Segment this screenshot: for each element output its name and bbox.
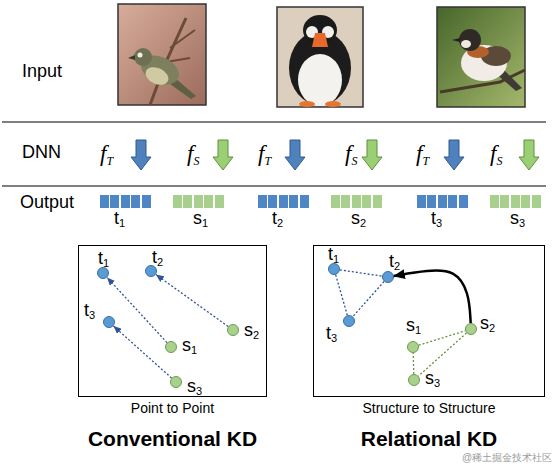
embedding-point: t2: [382, 271, 394, 283]
embedding-point: t3: [343, 315, 355, 327]
bird-beak: [128, 55, 135, 60]
vector-label: t1: [114, 209, 125, 229]
relation-line: [340, 270, 382, 276]
row-label: Input: [22, 62, 62, 82]
distillation-arrow: [156, 275, 228, 327]
vector-label: t2: [152, 248, 163, 268]
vector-label: t2: [389, 252, 400, 272]
vector-label: t3: [431, 209, 442, 229]
network-label: fT: [416, 141, 429, 168]
network-label: fT: [258, 141, 271, 168]
twig: [166, 30, 195, 62]
relation-line: [353, 281, 384, 316]
output-vector: s1: [173, 195, 224, 208]
puffin-body: [289, 31, 351, 105]
embedding-point: s3: [170, 376, 182, 388]
vector-label: t3: [326, 324, 337, 344]
student-arrow: [213, 140, 233, 170]
vector-label: t1: [328, 245, 339, 265]
relation-line: [336, 275, 348, 315]
vector-label: s2: [351, 209, 366, 229]
distillation-arrow: [113, 326, 171, 378]
vector-label: s1: [406, 316, 421, 336]
bird-head: [134, 48, 152, 66]
network-label: fT: [100, 141, 113, 168]
distillation-arrow: [107, 277, 167, 342]
watermark: @稀土掘金技术社区: [462, 452, 552, 463]
bird-belly: [143, 64, 172, 89]
student-arrow: [519, 140, 539, 170]
teacher-arrow: [131, 140, 151, 170]
output-vector: s3: [490, 195, 541, 208]
embedding-panel: Point to PointConventional KDt1t2t3s1s2s…: [78, 245, 267, 397]
vector-label: s3: [187, 377, 202, 397]
puffin-foot: [325, 101, 341, 107]
relation-line: [413, 353, 415, 374]
embedding-point: s1: [165, 341, 177, 353]
relation-line: [419, 331, 466, 345]
vector-label: s2: [480, 314, 495, 334]
panel-title: Conventional KD: [88, 427, 257, 451]
row-rule: [2, 122, 546, 123]
embedding-point: t1: [97, 267, 109, 279]
panel-title: Relational KD: [361, 427, 498, 451]
puffin-foot: [299, 101, 315, 107]
vector-label: s2: [244, 321, 259, 341]
vector-label: t1: [98, 249, 109, 269]
transfer-arrow: [394, 270, 471, 323]
bird-photo-frame: [118, 4, 206, 105]
vector-label: s1: [182, 336, 197, 356]
teacher-arrow: [285, 140, 305, 170]
row-rule: [2, 186, 546, 187]
vector-label: t3: [84, 301, 95, 321]
puffin-beak: [312, 33, 328, 47]
student-arrow: [362, 140, 382, 170]
bird-photo-frame: [437, 7, 525, 107]
bird-cheek: [461, 40, 471, 48]
teacher-arrow: [444, 140, 464, 170]
puffin-belly: [298, 54, 342, 106]
bird-eye: [138, 53, 143, 58]
network-label: fS: [187, 141, 199, 168]
embedding-point: t2: [145, 265, 157, 277]
embedding-point: s1: [407, 341, 419, 353]
output-vector: t1: [100, 195, 151, 208]
row-label: DNN: [22, 143, 61, 163]
vector-label: t2: [272, 209, 283, 229]
vector-label: s3: [510, 209, 525, 229]
bird-head: [459, 29, 481, 51]
row-label: Output: [20, 193, 74, 213]
network-label: fS: [345, 141, 357, 168]
vector-label: s1: [193, 209, 208, 229]
embedding-point: s2: [465, 323, 477, 335]
output-vector: t3: [417, 195, 468, 208]
panel-caption: Point to Point: [131, 400, 214, 416]
embedding-panel: Structure to StructureRelational KDt1t2t…: [313, 245, 545, 397]
embedding-point: t1: [328, 263, 340, 275]
bird-beak: [452, 38, 460, 42]
network-label: fS: [490, 141, 502, 168]
embedding-point: s2: [227, 324, 239, 336]
bird-photo-frame: [277, 7, 363, 107]
output-vector: t2: [258, 195, 309, 208]
embedding-point: s3: [408, 374, 420, 386]
output-vector: s2: [331, 195, 382, 208]
vector-label: s3: [425, 369, 440, 389]
embedding-point: t3: [103, 316, 115, 328]
panel-caption: Structure to Structure: [362, 400, 495, 416]
